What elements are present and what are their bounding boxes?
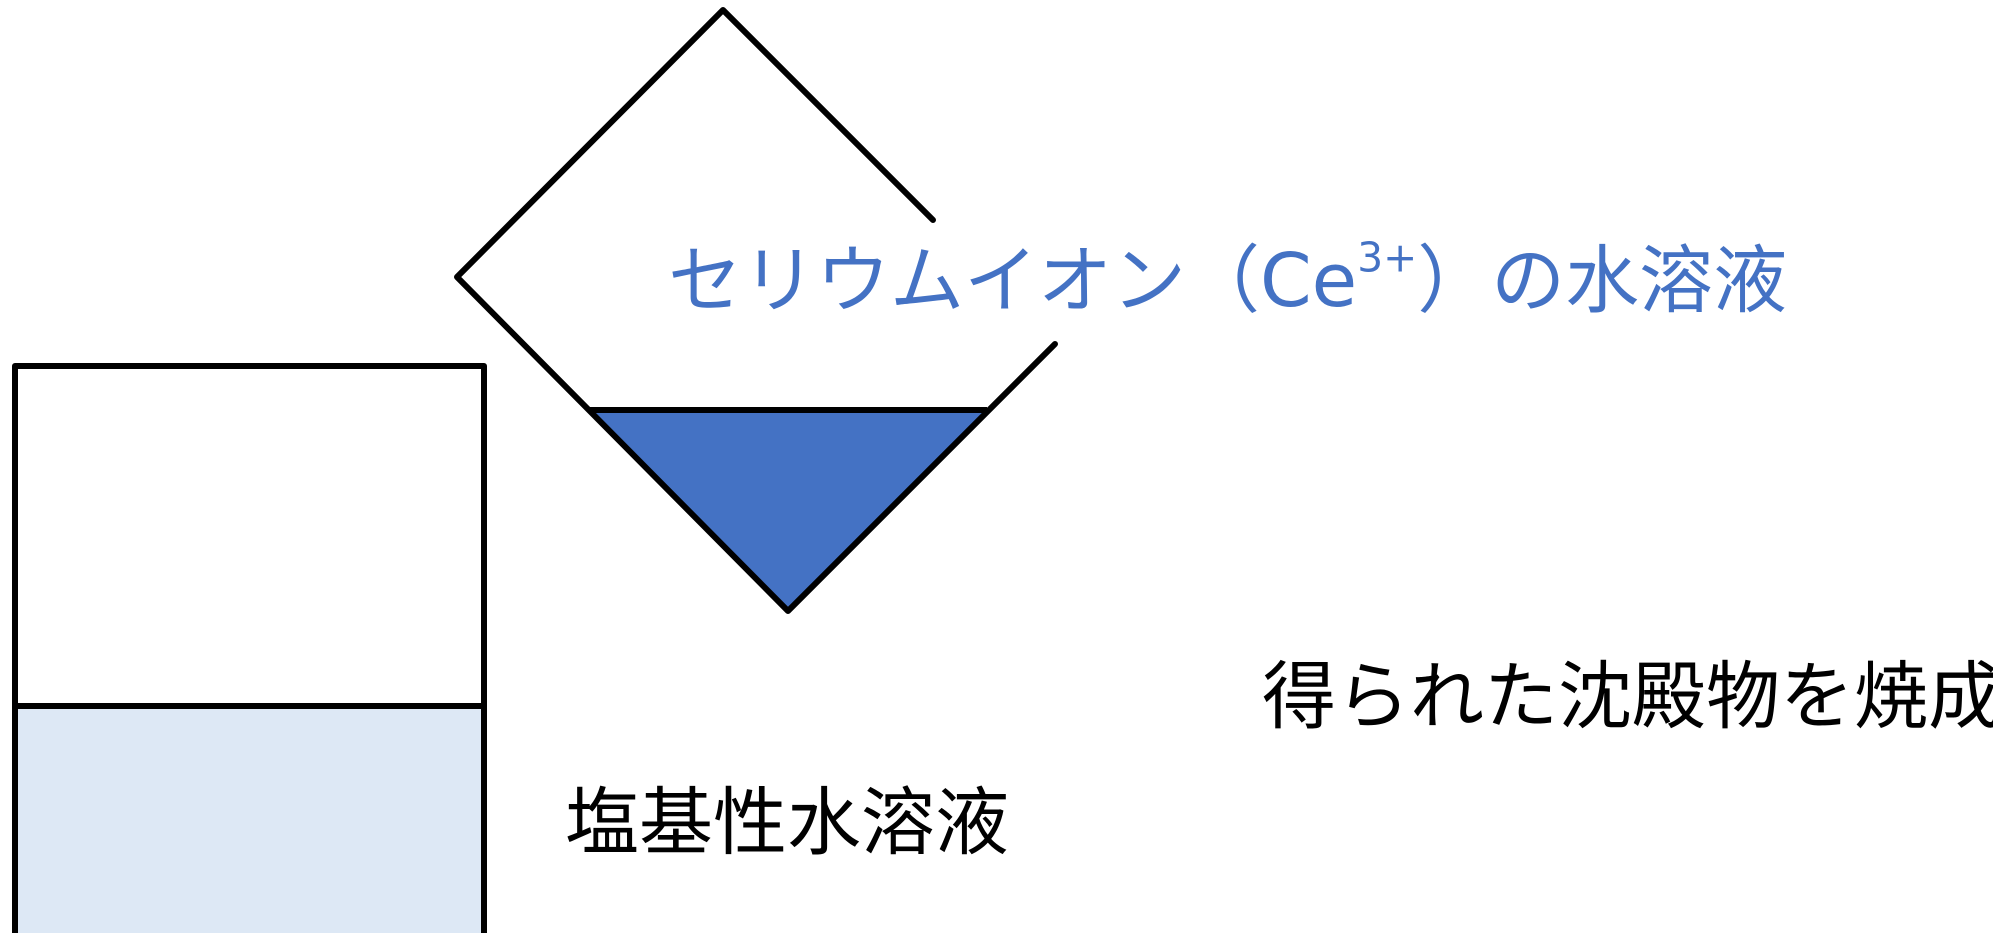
basic-solution-liquid xyxy=(15,706,484,933)
cerium-solution-container xyxy=(454,7,1058,614)
container-outline xyxy=(454,7,1058,614)
basic-solution-beaker xyxy=(12,363,487,933)
cerium-solution-label: セリウムイオン（Ce3+）の水溶液 xyxy=(668,237,1787,318)
cerium-charge-superscript: 3+ xyxy=(1357,233,1418,282)
basic-solution-label: 塩基性水溶液 xyxy=(565,780,1009,866)
cerium-solution-label-prefix: セリウムイオン（Ce xyxy=(668,238,1358,324)
cerium-solution-label-suffix: ）の水溶液 xyxy=(1417,238,1788,324)
calcination-step-label: 得られた沈殿物を焼成 xyxy=(1262,654,1993,740)
beaker-outline xyxy=(12,363,487,933)
cerium-solution-liquid xyxy=(590,410,987,609)
